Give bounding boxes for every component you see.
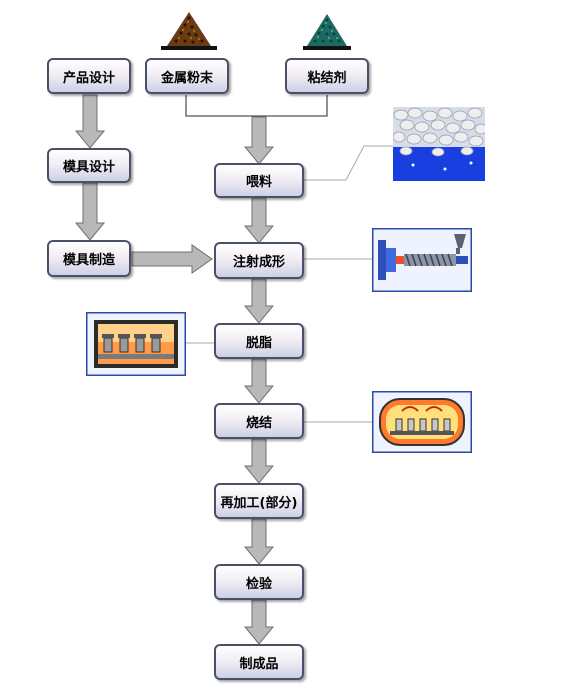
step-injection-molding: 注射成形 [214,242,304,279]
injection-machine-diagram [372,228,472,292]
step-debinding: 脱脂 [214,323,304,359]
arrow-feedstock-to-injection [243,197,275,244]
step-mold-making: 模具制造 [47,240,131,277]
arrow-merge-to-feedstock [243,116,275,165]
step-inspection: 检验 [214,564,304,600]
binder-pile-icon [303,14,351,50]
step-binder: 粘结剂 [285,58,369,94]
arrow-product-to-mold-design [74,94,106,149]
step-finished-product: 制成品 [214,644,304,680]
feedstock-pellets-photo [393,107,485,181]
debinding-furnace-diagram [86,312,186,376]
step-metal-powder: 金属粉末 [145,58,229,94]
step-sintering: 烧结 [214,403,304,439]
step-product-design: 产品设计 [47,58,131,94]
arrow-debinding-to-sintering [243,358,275,404]
arrow-injection-to-debinding [243,278,275,324]
step-mold-design: 模具设计 [47,148,131,183]
arrow-mold-making-to-injection [131,244,213,274]
arrow-reprocessing-to-inspection [243,518,275,565]
arrow-mold-design-to-making [74,182,106,241]
metal-powder-pile-icon [161,12,217,50]
step-reprocessing: 再加工(部分) [214,483,304,519]
leader-feedstock [303,145,393,181]
arrow-inspection-to-finished [243,599,275,645]
merge-line [185,95,328,117]
step-feedstock: 喂料 [214,163,304,198]
arrow-sintering-to-reprocessing [243,438,275,484]
sintering-furnace-diagram [372,391,472,453]
